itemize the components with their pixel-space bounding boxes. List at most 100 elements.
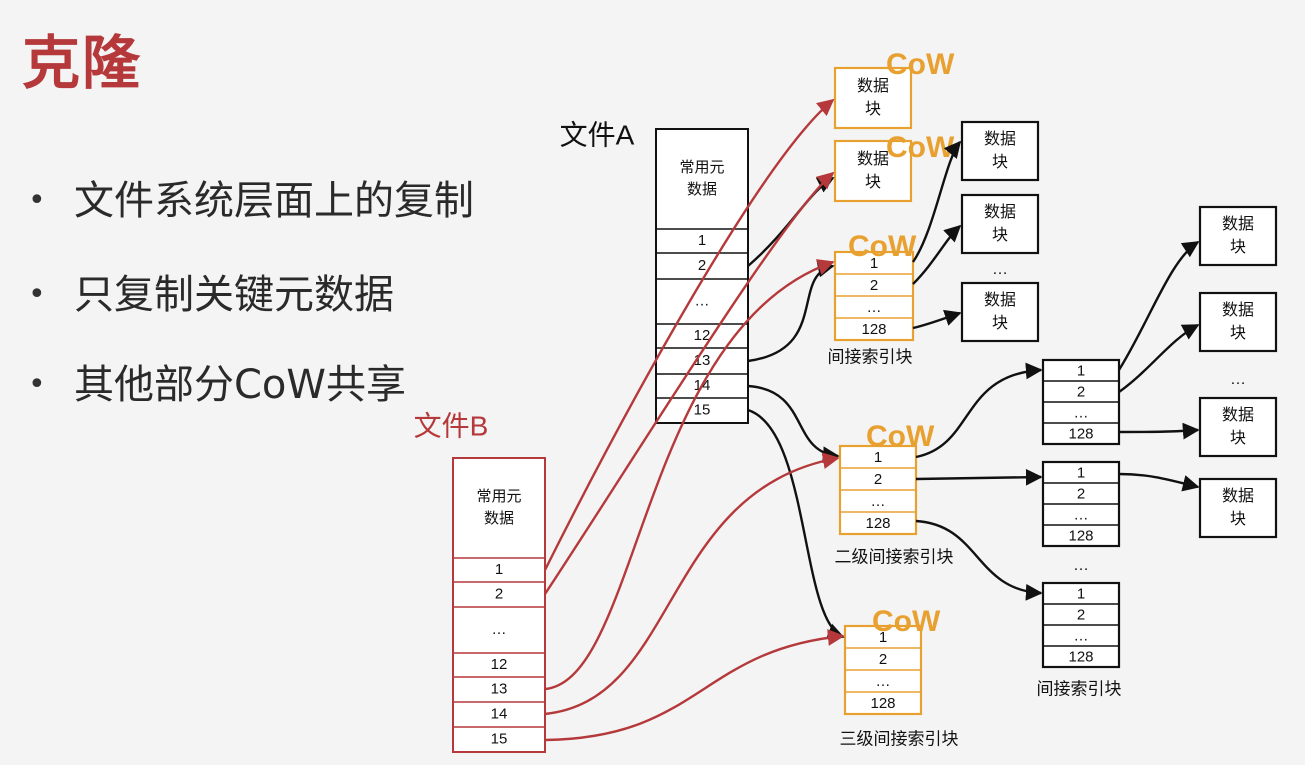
arrow-dbl1-to-l2 (915, 362, 1043, 459)
index-row: 128 (1068, 648, 1093, 665)
index-row: 1 (870, 255, 878, 272)
index-row: 1 (1077, 464, 1085, 481)
arrow-a15-to-triple (747, 408, 845, 640)
arrow-a13-to-indirect (747, 260, 835, 363)
index-row: … (871, 493, 886, 510)
cow-label-data-2: CoW (886, 131, 955, 164)
file-a-row: 1 (698, 232, 706, 249)
data-block-text: 块 (1230, 429, 1246, 447)
ellipsis-far: … (1230, 371, 1246, 388)
caption-double-indirect: 二级间接索引块 (835, 547, 954, 566)
index-row: 1 (1077, 585, 1085, 602)
data-block-text: 块 (865, 100, 881, 118)
index-row: 1 (879, 629, 887, 646)
file-b-row: 15 (491, 730, 508, 747)
bullet-dot: • (28, 277, 46, 312)
file-a-row: 15 (694, 401, 711, 418)
arrow-ind2-to-data (912, 224, 962, 285)
data-block-indirect-1 (960, 120, 1040, 182)
index-row: 1 (874, 449, 882, 466)
index-row: … (1074, 627, 1089, 644)
data-block-text: 块 (992, 153, 1008, 171)
file-b-label: 文件B (414, 410, 489, 441)
data-block-text: 数据 (857, 77, 889, 95)
caption-indirect: 间接索引块 (828, 347, 913, 366)
arrow-l2-1-to-far1 (1117, 240, 1200, 371)
bullet-dot: • (28, 183, 46, 218)
data-block-text: 数据 (1222, 406, 1254, 424)
cow-data-block-1 (833, 66, 913, 130)
file-b-row: 1 (495, 561, 503, 578)
index-row: 128 (870, 695, 895, 712)
index-row: 128 (1068, 527, 1093, 544)
file-b-inode (452, 457, 546, 753)
file-b-row: 2 (495, 585, 503, 602)
bullet-item: • 只复制关键元数据 (28, 262, 394, 320)
ellipsis-indirect: … (992, 261, 1008, 278)
data-block-text: 数据 (984, 203, 1016, 221)
data-block-text: 块 (992, 226, 1008, 244)
arrow-b2-to-cow-data2 (543, 171, 835, 595)
slide-title: 克隆 (22, 29, 143, 97)
data-block-indirect-3 (960, 281, 1040, 343)
file-a-row: … (695, 292, 710, 309)
data-block-text: 数据 (1222, 487, 1254, 505)
arrow-dbl128-to-l2 (915, 519, 1043, 601)
cow-label-double: CoW (866, 420, 935, 453)
bullet-text: 文件系统层面上的复制 (74, 178, 474, 224)
index-row: 128 (861, 321, 886, 338)
file-a-row: 12 (694, 327, 711, 344)
file-b-row: 13 (491, 680, 508, 697)
file-b-meta-line1: 常用元 (476, 488, 521, 505)
data-block-text: 块 (1230, 324, 1246, 342)
index-row: … (876, 673, 891, 690)
file-a-meta-line2: 数据 (687, 181, 717, 198)
data-block-far-2 (1198, 291, 1278, 353)
data-block-text: 数据 (857, 150, 889, 168)
bullet-item: • 其他部分CoW共享 (28, 352, 406, 410)
index-row: 2 (1077, 606, 1085, 623)
data-block-far-3 (1198, 396, 1278, 458)
data-block-indirect-2 (960, 193, 1040, 255)
arrow-b15-to-cow-triple (544, 629, 845, 742)
arrow-l2-2-to-far2 (1118, 323, 1200, 393)
arrow-b13-to-cow-indirect (544, 259, 835, 691)
data-block-text: 数据 (984, 130, 1016, 148)
cow-label-data-1: CoW (886, 48, 955, 81)
index-row: 2 (879, 651, 887, 668)
cow-label-indirect: CoW (848, 230, 917, 263)
data-block-far-4 (1198, 477, 1278, 539)
arrow-b1-to-cow-data1 (543, 98, 835, 571)
arrow-l2b-1-to-far4 (1118, 472, 1200, 492)
bullet-dot: • (28, 367, 46, 402)
arrow-ind1-to-data (912, 140, 962, 263)
index-row: 2 (870, 277, 878, 294)
index-row: 2 (1077, 383, 1085, 400)
data-block-text: 块 (992, 314, 1008, 332)
bullet-text: 其他部分CoW共享 (74, 362, 406, 408)
index-row: 1 (1077, 362, 1085, 379)
file-b-row: 12 (491, 656, 508, 673)
index-row: … (1074, 404, 1089, 421)
cow-label-triple: CoW (872, 605, 941, 638)
data-block-text: 块 (1230, 510, 1246, 528)
bullet-text: 只复制关键元数据 (74, 272, 394, 318)
index-row: 2 (1077, 485, 1085, 502)
arrow-a14-to-double (747, 384, 840, 464)
data-block-text: 块 (865, 173, 881, 191)
data-block-text: 数据 (984, 291, 1016, 309)
file-b-meta-line2: 数据 (484, 510, 514, 527)
index-row: … (867, 299, 882, 316)
ellipsis-l2: … (1073, 557, 1089, 574)
cow-data-block-2 (833, 139, 913, 203)
index-row: 128 (865, 515, 890, 532)
index-row: … (1074, 506, 1089, 523)
file-b-row: 14 (491, 705, 508, 722)
index-row: 2 (874, 471, 882, 488)
data-block-text: 数据 (1222, 215, 1254, 233)
caption-triple-indirect: 三级间接索引块 (840, 729, 959, 748)
file-a-label: 文件A (560, 119, 635, 150)
arrow-l2-128-to-far3 (1118, 422, 1200, 440)
file-a-meta-line1: 常用元 (679, 159, 724, 176)
